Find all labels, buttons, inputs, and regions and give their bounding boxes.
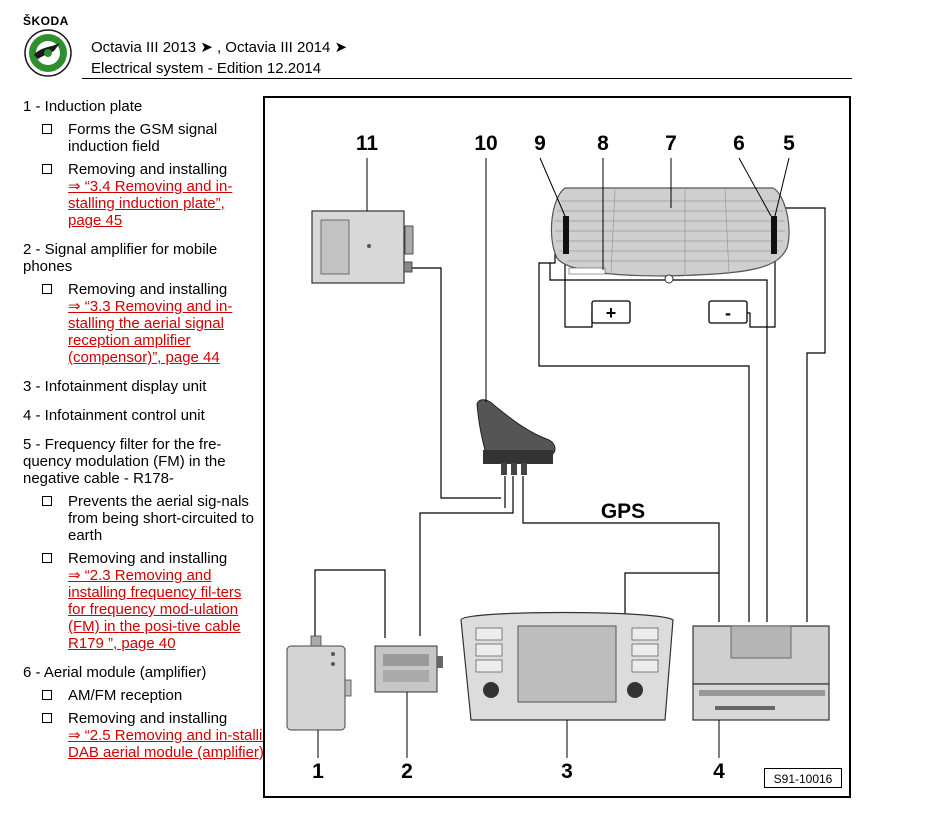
callout-3: 3 [561, 760, 573, 783]
infotainment-control-unit-4 [692, 625, 830, 721]
legend-item: 5 - Frequency filter for the fre-quency … [23, 436, 259, 652]
signal-amplifier-2 [374, 645, 443, 693]
callout-11: 11 [356, 132, 379, 155]
callout-8: 8 [597, 132, 609, 155]
legend-subitem-text: Forms the GSM signal induction field [68, 121, 218, 155]
wiring-diagram: + - [263, 96, 851, 798]
induction-plate-11 [311, 210, 414, 284]
reference-link[interactable]: ⇒ “3.4 Removing and in-stalling inductio… [68, 178, 233, 229]
legend-item-title: 1 - Induction plate [23, 98, 143, 115]
legend-subitem-text: Prevents the aerial sig-nals from being … [68, 493, 254, 544]
legend-subitem-text: Removing and installing [68, 710, 228, 727]
callout-5: 5 [783, 132, 795, 155]
document-subtitle: Electrical system - Edition 12.2014 [91, 60, 322, 77]
legend-subitem: Removing and installing ⇒ “2.5 Removing … [42, 710, 373, 761]
legend-subitem: Forms the GSM signal induction field [42, 121, 259, 155]
checkbox-icon [42, 124, 52, 134]
checkbox-icon [42, 284, 52, 294]
legend-item-title: 6 - Aerial module (amplifier) [23, 664, 207, 681]
callout-1: 1 [312, 760, 324, 783]
leader-lines [317, 157, 790, 758]
legend-item: 6 - Aerial module (amplifier) AM/FM rece… [23, 664, 373, 761]
checkbox-icon [42, 713, 52, 723]
legend-item: 4 - Infotainment control unit [23, 407, 259, 424]
diagram-drawing: + - [286, 132, 830, 783]
legend-item: 3 - Infotainment display unit [23, 378, 259, 395]
legend-subitem-text: Removing and installing [68, 161, 228, 178]
callout-10: 10 [474, 132, 497, 155]
legend-subitem-text: AM/FM reception [68, 687, 183, 704]
checkbox-icon [42, 690, 52, 700]
legend-item: 1 - Induction plate Forms the GSM signal… [23, 98, 259, 229]
legend-subitem: Removing and installing ⇒ “2.3 Removing … [42, 550, 259, 652]
reference-link[interactable]: ⇒ “3.3 Removing and in-stalling the aeri… [68, 298, 233, 366]
header-divider [82, 78, 852, 79]
minus-label: - [725, 303, 731, 323]
callout-7: 7 [665, 132, 677, 155]
gps-label: GPS [601, 500, 645, 523]
callout-9: 9 [534, 132, 546, 155]
induction-plate-1 [286, 635, 352, 731]
rear-window [550, 187, 790, 284]
brand-name: ŠKODA [23, 14, 69, 28]
legend-item: 2 - Signal amplifier for mobile phones R… [23, 241, 259, 366]
callout-2: 2 [401, 760, 413, 783]
legend-subitem: AM/FM reception [42, 687, 259, 704]
legend-item-title: 2 - Signal amplifier for mobile phones [23, 241, 218, 275]
checkbox-icon [42, 496, 52, 506]
checkbox-icon [42, 553, 52, 563]
document-title: Octavia III 2013 ➤ , Octavia III 2014 ➤ [91, 39, 348, 56]
callout-6: 6 [733, 132, 745, 155]
figure-code: S91-10016 [764, 768, 842, 788]
callout-4: 4 [713, 760, 725, 783]
skoda-logo-icon [24, 29, 72, 77]
legend-subitem-text: Removing and installing [68, 281, 228, 298]
reference-link[interactable]: ⇒ “2.3 Removing and installing frequency… [68, 567, 242, 652]
plus-terminal: + [591, 300, 631, 324]
legend-subitem: Prevents the aerial sig-nals from being … [42, 493, 259, 544]
legend-item-title: 4 - Infotainment control unit [23, 407, 205, 424]
legend-item-title: 3 - Infotainment display unit [23, 378, 207, 395]
legend-list: 1 - Induction plate Forms the GSM signal… [23, 98, 373, 773]
legend-subitem: Removing and installing ⇒ “3.4 Removing … [42, 161, 259, 229]
legend-subitem: Removing and installing ⇒ “3.3 Removing … [42, 281, 259, 366]
plus-label: + [606, 303, 617, 323]
infotainment-display-3 [460, 611, 674, 721]
minus-terminal: - [708, 300, 748, 324]
legend-item-title: 5 - Frequency filter for the fre-quency … [23, 436, 226, 487]
roof-aerial-10 [476, 399, 556, 475]
checkbox-icon [42, 164, 52, 174]
legend-subitem-text: Removing and installing [68, 550, 228, 567]
